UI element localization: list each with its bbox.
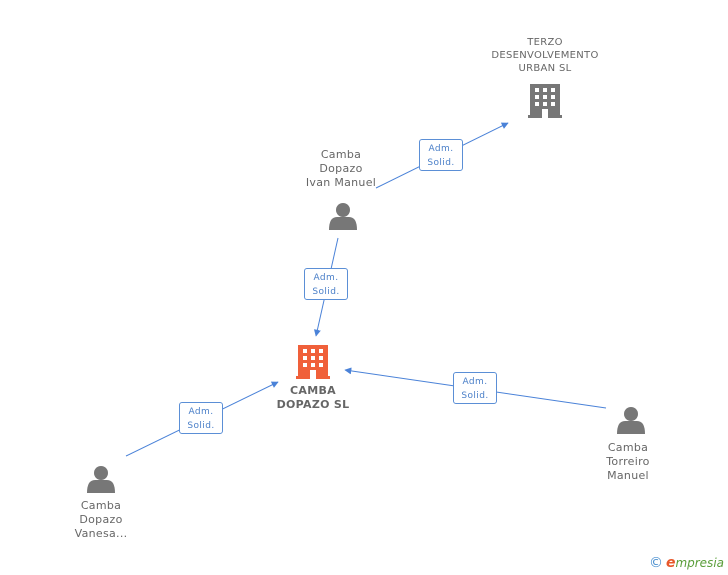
building-icon[interactable]: [528, 84, 562, 118]
node-label-vanesa[interactable]: Camba Dopazo Vanesa...: [51, 499, 151, 541]
relation-line: Adm.: [462, 377, 488, 387]
relation-line: Adm.: [428, 144, 454, 154]
person-icon[interactable]: [329, 203, 357, 230]
relation-line: Solid.: [427, 158, 455, 168]
label-line: Camba: [80, 499, 122, 512]
relation-line: Solid.: [187, 421, 215, 431]
label-line: Torreiro: [606, 455, 650, 468]
label-line: CAMBA: [290, 384, 336, 397]
label-line: Dopazo: [319, 162, 363, 175]
label-line: Manuel: [607, 469, 649, 482]
label-line: TERZO: [527, 37, 563, 48]
relation-line: Solid.: [461, 391, 489, 401]
label-line: Camba: [320, 148, 362, 161]
person-icon[interactable]: [87, 466, 115, 493]
label-line: DOPAZO SL: [276, 398, 350, 411]
brand-logo-text: mpresia: [675, 556, 724, 570]
label-line: DESENVOLVEMENTO: [491, 50, 599, 61]
relation-label-torreiro-main[interactable]: Adm. Solid.: [453, 372, 497, 404]
node-label-terzo[interactable]: TERZO DESENVOLVEMENTO URBAN SL: [472, 36, 618, 75]
label-line: Camba: [607, 441, 649, 454]
person-icon[interactable]: [617, 407, 645, 434]
label-line: Ivan Manuel: [305, 176, 377, 189]
node-label-ivan[interactable]: Camba Dopazo Ivan Manuel: [291, 148, 391, 190]
relation-label-vanesa-main[interactable]: Adm. Solid.: [179, 402, 223, 434]
relation-line: Adm.: [313, 273, 339, 283]
relation-label-ivan-terzo[interactable]: Adm. Solid.: [419, 139, 463, 171]
brand-footer: © e mpresia: [649, 555, 724, 571]
label-line: Dopazo: [79, 513, 123, 526]
label-line: URBAN SL: [518, 63, 572, 74]
relation-label-ivan-main[interactable]: Adm. Solid.: [304, 268, 348, 300]
copyright-icon: ©: [648, 555, 663, 571]
label-line: Vanesa...: [74, 527, 128, 540]
relation-line: Adm.: [188, 407, 214, 417]
brand-logo-initial: e: [665, 555, 676, 571]
node-label-torreiro[interactable]: Camba Torreiro Manuel: [578, 441, 678, 483]
node-label-main[interactable]: CAMBA DOPAZO SL: [263, 384, 363, 412]
main-building-icon[interactable]: [296, 345, 330, 379]
relation-line: Solid.: [312, 287, 340, 297]
